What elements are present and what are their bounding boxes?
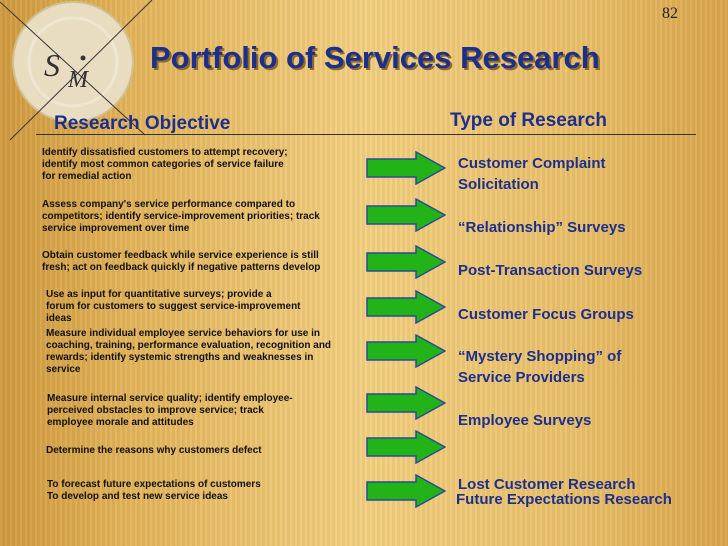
right-arrow-icon xyxy=(366,430,446,464)
research-type-item: Customer Focus Groups xyxy=(458,306,634,323)
objective-item: Use as input for quantitative surveys; p… xyxy=(46,289,301,324)
logo-circle xyxy=(12,1,134,123)
slide-title: Portfolio of Services Research xyxy=(150,40,600,75)
right-arrow-icon xyxy=(366,198,446,232)
logo-diagonal-line xyxy=(0,1,146,136)
objective-item: Identify dissatisfied customers to attem… xyxy=(42,147,288,182)
research-type-item: “Relationship” Surveys xyxy=(458,219,626,236)
objective-item: To forecast future expectations of custo… xyxy=(47,479,261,502)
right-arrow-icon xyxy=(366,290,446,324)
logo-diagonal-line-2 xyxy=(9,0,153,141)
research-type-item: Post-Transaction Surveys xyxy=(458,262,643,279)
right-arrow-icon xyxy=(366,334,446,368)
objective-item: Measure individual employee service beha… xyxy=(46,328,332,375)
header-rule xyxy=(36,134,696,135)
research-objective-header: Research Objective xyxy=(54,113,231,134)
right-arrow-icon xyxy=(366,245,446,279)
objective-item: Measure internal service quality; identi… xyxy=(47,393,293,428)
logo-dot xyxy=(80,55,86,61)
logo-s-letter: S xyxy=(44,47,60,83)
research-type-item: Future Expectations Research xyxy=(456,491,672,508)
right-arrow-icon xyxy=(366,474,446,508)
page-number: 82 xyxy=(662,5,678,22)
right-arrow-icon xyxy=(366,386,446,420)
logo-m-letter: M xyxy=(68,67,88,93)
objective-item: Obtain customer feedback while service e… xyxy=(42,250,321,273)
research-type-item: Lost Customer Research xyxy=(458,476,636,493)
objective-item: Assess company's service performance com… xyxy=(42,199,320,234)
type-of-research-header: Type of Research xyxy=(450,110,607,131)
research-type-item: Employee Surveys xyxy=(458,412,592,429)
objective-item: Determine the reasons why customers defe… xyxy=(46,445,262,456)
right-arrow-icon xyxy=(366,151,446,185)
